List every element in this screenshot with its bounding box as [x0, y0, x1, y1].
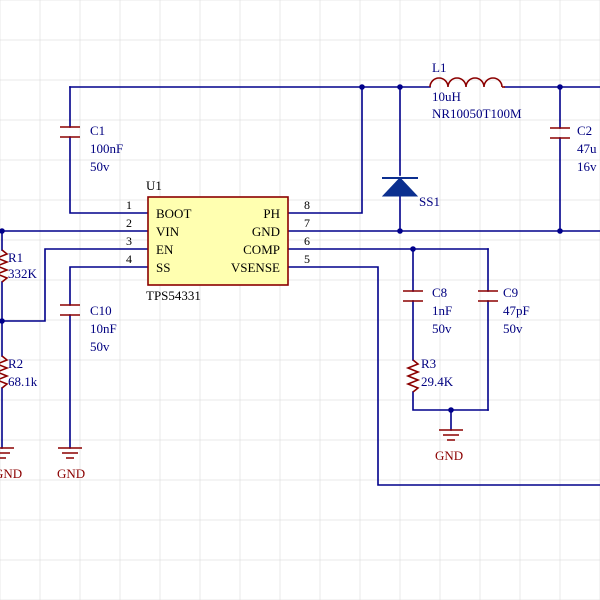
ground-label: GND [0, 466, 22, 481]
ic-pin-name-gnd: GND [252, 224, 280, 239]
junction-dot [410, 246, 416, 252]
ic-u1: U1 TPS54331 BOOT VIN EN SS PH GND COMP V… [126, 178, 310, 303]
c1-value: 100nF [90, 141, 123, 156]
l1-ref: L1 [432, 60, 446, 75]
ic-pin-num-2: 2 [126, 216, 132, 230]
l1-value: 10uH [432, 89, 461, 104]
capacitor-c1: C1 100nF 50v [60, 123, 123, 174]
c10-ref: C10 [90, 303, 112, 318]
ground-symbol-left: GND [0, 447, 22, 481]
capacitor-c10: C10 10nF 50v [60, 303, 117, 354]
ic-pin-name-vin: VIN [156, 224, 180, 239]
resistor-r2: R2 68.1k [0, 355, 38, 389]
c10-value: 10nF [90, 321, 117, 336]
inductor-l1: L1 10uH NR10050T100M [429, 60, 522, 121]
r2-value: 68.1k [8, 374, 38, 389]
ground-icon [439, 429, 463, 441]
resistor-zigzag [405, 359, 421, 393]
ground-icon [58, 447, 82, 459]
capacitor-c9: C9 47pF 50v [478, 285, 530, 336]
r2-ref: R2 [8, 356, 23, 371]
ss1-ref: SS1 [419, 194, 440, 209]
junction-dot [359, 84, 365, 90]
inductor-coil [429, 77, 503, 88]
junction-dot [397, 84, 403, 90]
junction-dot [397, 228, 403, 234]
ic-pin-name-ss: SS [156, 260, 170, 275]
ic-pin-num-4: 4 [126, 252, 132, 266]
ic-pin-name-boot: BOOT [156, 206, 191, 221]
capacitor-c2: C2 47u 16v [550, 123, 597, 174]
wire-ss [69, 266, 149, 306]
resistor-zigzag [0, 355, 10, 389]
c9-ref: C9 [503, 285, 518, 300]
c2-ref: C2 [577, 123, 592, 138]
ic-pin-name-comp: COMP [243, 242, 280, 257]
r1-ref: R1 [8, 250, 23, 265]
ic-body [147, 196, 289, 286]
wire-en [0, 248, 149, 322]
c10-rating: 50v [90, 339, 110, 354]
c8-ref: C8 [432, 285, 447, 300]
wires [0, 86, 600, 486]
wire-ph [287, 86, 363, 214]
r3-ref: R3 [421, 356, 436, 371]
diode-ss1: SS1 [381, 177, 440, 209]
ic-pin-num-5: 5 [304, 252, 310, 266]
ground-icon [0, 447, 14, 459]
ic-pin-num-7: 7 [304, 216, 310, 230]
ic-pin-num-3: 3 [126, 234, 132, 248]
junction-dot [0, 318, 5, 324]
l1-part: NR10050T100M [432, 106, 522, 121]
ic-pin-num-6: 6 [304, 234, 310, 248]
ic-pin-name-ph: PH [263, 206, 280, 221]
junctions [0, 84, 563, 413]
wire-r3-bottom [412, 391, 489, 411]
wire-vsense [287, 266, 600, 486]
r1-value: 332K [8, 266, 38, 281]
junction-dot [557, 84, 563, 90]
junction-dot [448, 407, 454, 413]
wire-c1-boot [69, 136, 149, 214]
ground-symbol-c10: GND [57, 447, 85, 481]
ground-symbol-comp: GND [435, 429, 463, 463]
resistor-zigzag [0, 249, 10, 283]
r3-value: 29.4K [421, 374, 454, 389]
c8-value: 1nF [432, 303, 452, 318]
c2-value: 47u [577, 141, 597, 156]
resistor-r3: R3 29.4K [405, 356, 454, 393]
capacitor-c8: C8 1nF 50v [403, 285, 452, 336]
ic-pin-num-8: 8 [304, 198, 310, 212]
ic-part-number: TPS54331 [146, 288, 201, 303]
resistor-r1: R1 332K [0, 249, 38, 283]
ic-pin-num-1: 1 [126, 198, 132, 212]
junction-dot [0, 228, 5, 234]
c9-rating: 50v [503, 321, 523, 336]
ground-label: GND [57, 466, 85, 481]
ground-label: GND [435, 448, 463, 463]
diode-triangle [381, 177, 419, 197]
c1-rating: 50v [90, 159, 110, 174]
ic-pin-name-vsense: VSENSE [231, 260, 280, 275]
c8-rating: 50v [432, 321, 452, 336]
ic-pin-name-en: EN [156, 242, 174, 257]
ic-designator: U1 [146, 178, 162, 193]
c9-value: 47pF [503, 303, 530, 318]
junction-dot [557, 228, 563, 234]
c2-rating: 16v [577, 159, 597, 174]
c1-ref: C1 [90, 123, 105, 138]
